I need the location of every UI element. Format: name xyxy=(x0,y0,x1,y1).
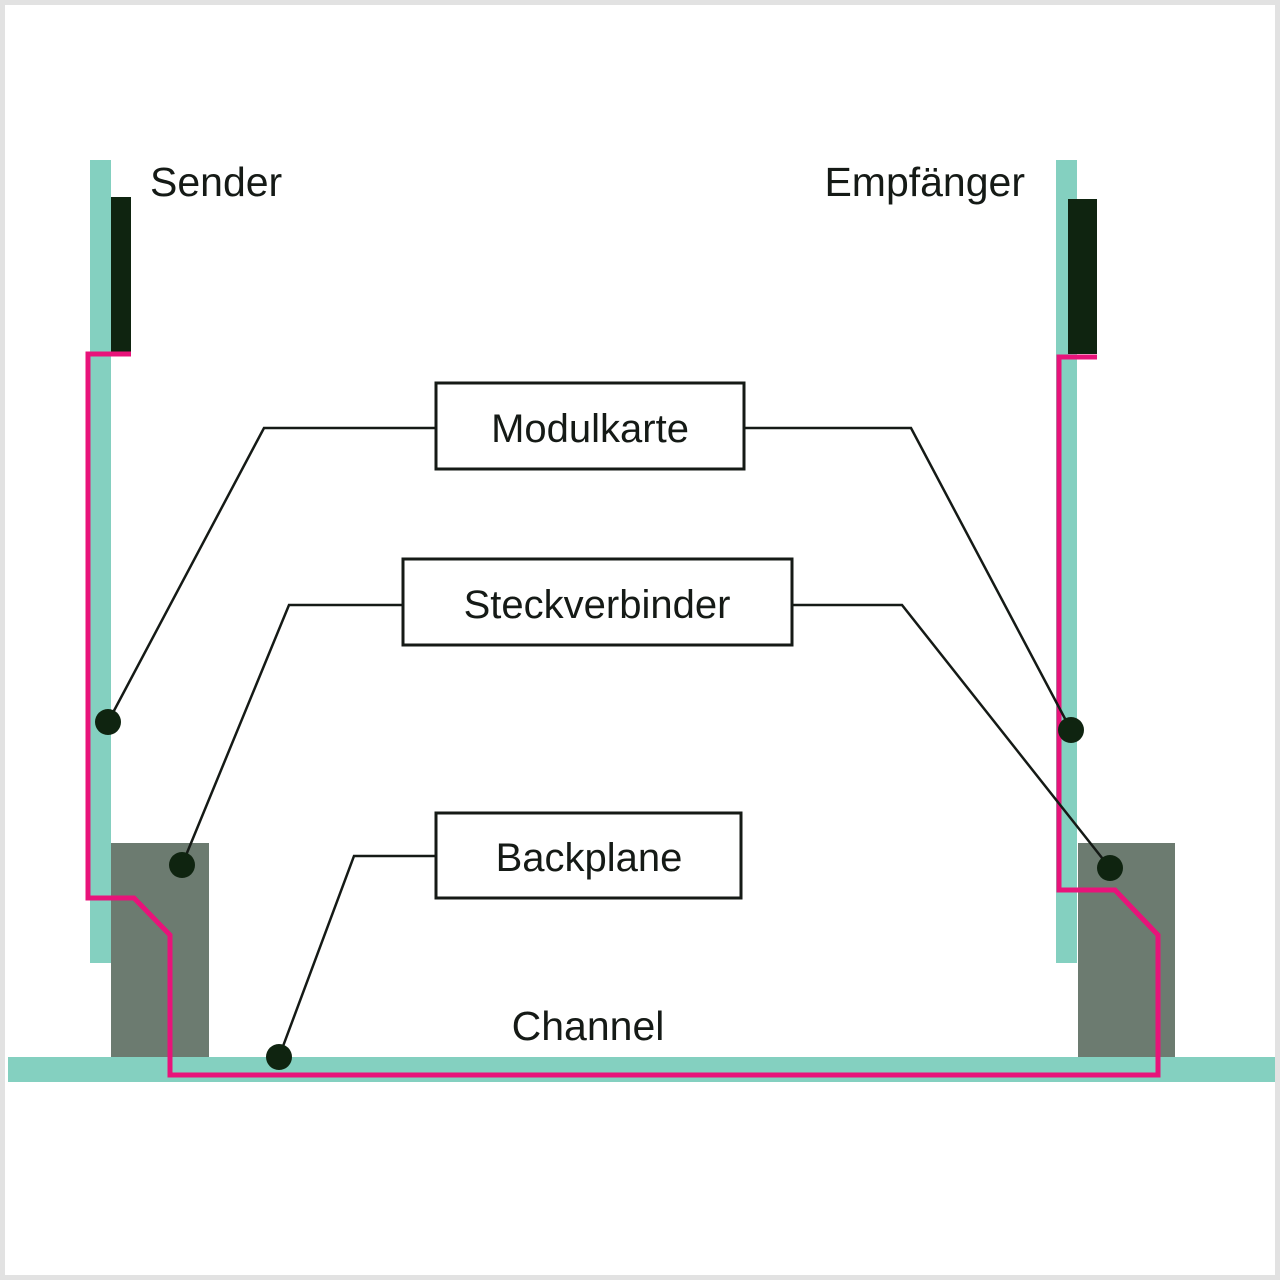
callout-backplane: Backplane xyxy=(434,811,743,900)
sender-label: Sender xyxy=(150,159,282,205)
sender-chip xyxy=(111,197,131,354)
dot-module-card-right xyxy=(1058,717,1084,743)
leader-connector-right xyxy=(792,603,1111,869)
receiver-chip xyxy=(1068,199,1097,354)
callout-connector-label: Steckverbinder xyxy=(464,583,731,627)
sender-connector xyxy=(111,843,209,1057)
callout-backplane-label: Backplane xyxy=(496,836,683,880)
leader-connector-left xyxy=(180,603,403,866)
leader-backplane xyxy=(277,854,436,1058)
backplane-board xyxy=(8,1057,1275,1082)
leader-module-card-right xyxy=(744,426,1073,731)
callout-connector: Steckverbinder xyxy=(401,557,794,647)
dot-backplane xyxy=(266,1044,292,1070)
dot-connector-right xyxy=(1097,855,1123,881)
dot-connector-left xyxy=(169,852,195,878)
signal-path xyxy=(85,351,1161,1078)
leader-module-card-left xyxy=(106,426,436,723)
callout-module-card: Modulkarte xyxy=(434,381,746,471)
dot-module-card-left xyxy=(95,709,121,735)
sender-module-card xyxy=(90,160,111,963)
callout-module-card-label: Modulkarte xyxy=(491,407,689,451)
receiver-label: Empfänger xyxy=(824,159,1025,205)
channel-label: Channel xyxy=(512,1003,665,1049)
